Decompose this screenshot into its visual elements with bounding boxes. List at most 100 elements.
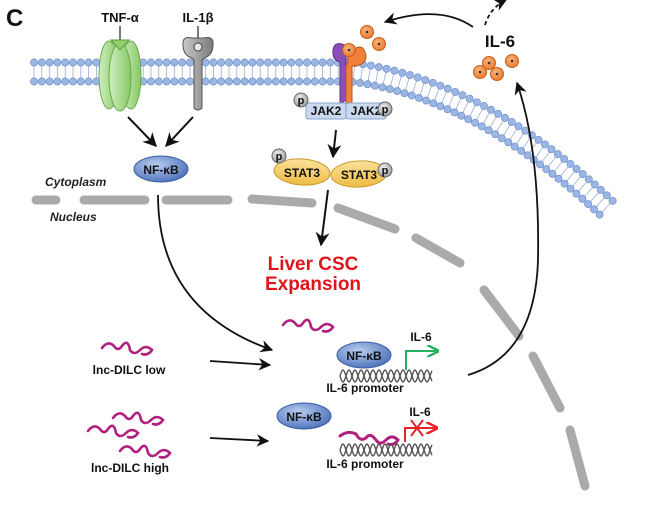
lipid-head [514, 122, 523, 131]
lipid-head [523, 151, 532, 160]
il6-particle [482, 56, 496, 70]
arrow-il6-to-receptor [383, 12, 474, 28]
lipid-head [429, 99, 438, 108]
lipid-head [248, 77, 257, 86]
lncrna-high-label: lnc-DILC high [91, 461, 169, 475]
lipid-head [451, 87, 460, 96]
transcription-active-arrow [405, 351, 438, 370]
lipid-head [521, 126, 530, 135]
lipid-head [84, 77, 93, 86]
lipid-head [560, 154, 569, 163]
lncrna-high [86, 411, 172, 459]
promoter-label-blocked: IL-6 promoter [326, 457, 404, 471]
il6-receptor [332, 43, 367, 109]
lncrna-low [100, 341, 154, 356]
phospho-jak2-right: p [377, 101, 393, 117]
lipid-head [248, 58, 257, 67]
lipid-head [450, 108, 459, 117]
lipid-head [310, 77, 319, 86]
lipid-head [385, 85, 394, 94]
nucleus-label: Nucleus [50, 210, 97, 224]
lipid-head [279, 58, 288, 67]
lipid-head [477, 122, 486, 131]
lipid-head [536, 160, 545, 169]
lipid-head [421, 76, 430, 84]
il6-particle [490, 67, 504, 81]
lipid-head [382, 64, 391, 73]
lipid-head [497, 134, 506, 143]
svg-text:p: p [382, 165, 389, 177]
lipid-head [30, 58, 38, 67]
lipid-head [590, 180, 599, 189]
arrow-low-to-promoter [209, 357, 272, 371]
stat3-right-label: STAT3 [341, 168, 378, 182]
lipid-head [69, 58, 77, 67]
il6-particle [473, 65, 487, 79]
lipid-head [547, 145, 556, 154]
svg-text:p: p [382, 104, 389, 116]
arrow-stat3-to-csc [315, 189, 330, 247]
dna-strand [339, 443, 433, 457]
arrow-nfkb-to-nucleus [157, 194, 274, 353]
lipid-head [443, 84, 452, 93]
lipid-head [170, 58, 179, 67]
lipid-head [560, 179, 569, 188]
blocked-x-icon [410, 419, 424, 437]
lipid-head [584, 200, 593, 208]
arrow-tnf-to-nfkb [127, 116, 157, 148]
arrow-high-to-promoter [209, 434, 270, 447]
nuclear-envelope-segment [528, 351, 565, 413]
lipid-head [406, 71, 414, 79]
lipid-head [318, 77, 327, 86]
lipid-head [572, 189, 581, 198]
lipid-head [507, 118, 516, 127]
lipid-head [45, 77, 54, 86]
lipid-head [356, 79, 365, 87]
nfkb-cytoplasmic: NF-κB [133, 155, 189, 183]
lipid-head [589, 205, 598, 214]
lipid-head [608, 196, 617, 205]
lipid-head [209, 77, 218, 86]
lipid-head [217, 77, 226, 86]
lipid-head [326, 77, 335, 86]
nfkb-unbound: NF-κB [276, 402, 332, 430]
lipid-head [76, 58, 85, 67]
arrow-il6-secretion [467, 81, 540, 376]
lipid-head [542, 165, 551, 174]
stat3-dimer: STAT3 STAT3 p p [271, 148, 393, 188]
lipid-head [170, 77, 179, 86]
il6-secreted-label: IL-6 [485, 32, 515, 51]
nuclear-envelope-segment [479, 285, 524, 341]
svg-text:NF-κB: NF-κB [286, 410, 322, 424]
il1-receptor [182, 26, 214, 111]
lipid-head [595, 210, 604, 219]
lipid-head [178, 77, 187, 86]
tnf-alpha-label: TNF-α [101, 10, 139, 25]
il6-particle [360, 25, 374, 39]
svg-text:p: p [298, 95, 305, 107]
lipid-head [378, 83, 387, 92]
lipid-head [464, 115, 473, 124]
jak2-left-label: JAK2 [311, 104, 342, 118]
svg-text:p: p [276, 151, 283, 163]
lipid-head [374, 63, 383, 72]
lipid-head [500, 113, 509, 122]
lipid-head [264, 77, 272, 86]
lipid-head [393, 87, 402, 96]
lipid-head [37, 77, 46, 86]
lipid-head [287, 58, 296, 67]
lipid-head [458, 91, 467, 100]
lipid-head [178, 58, 187, 67]
lipid-head [398, 68, 407, 77]
phospho-jak2-left: p [293, 92, 309, 108]
lipid-head [295, 77, 304, 86]
lipid-head [53, 58, 62, 67]
promoter-label-active: IL-6 promoter [326, 381, 404, 395]
lipid-head [534, 135, 543, 144]
lipid-head [471, 118, 479, 127]
lipid-head [69, 77, 77, 86]
lipid-head [510, 142, 519, 151]
lipid-head [45, 58, 54, 67]
gene-label-active: IL-6 [410, 330, 432, 344]
lipid-head [154, 77, 163, 86]
